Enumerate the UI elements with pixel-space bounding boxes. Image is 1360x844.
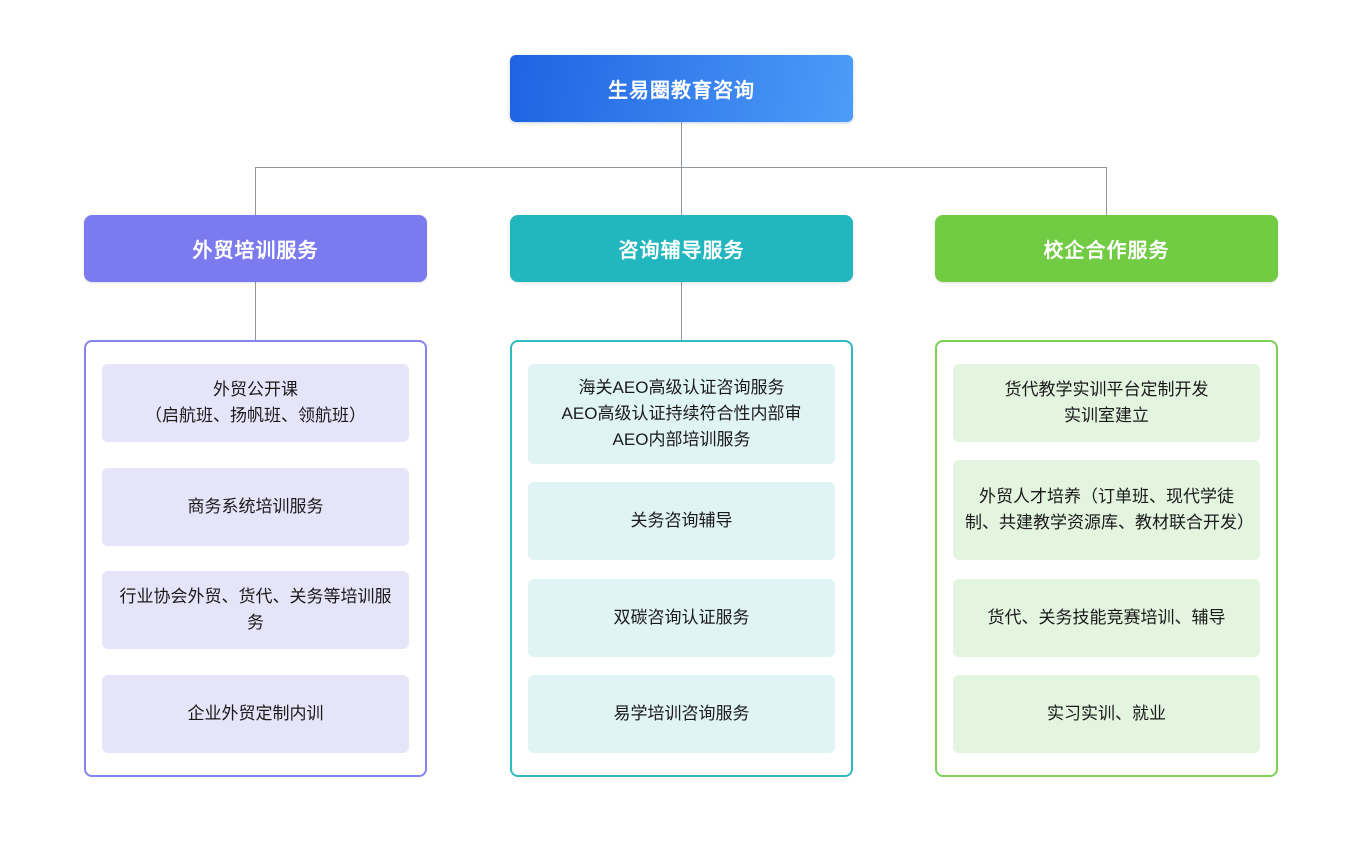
leaf-line: 企业外贸定制内训 xyxy=(187,703,324,723)
leaf-line: 货代、关务技能竞赛培训、辅导 xyxy=(987,607,1226,627)
leaf-line: 货代教学实训平台定制开发 xyxy=(1004,380,1209,399)
leaf-item: 海关AEO高级认证咨询服务 AEO高级认证持续符合性内部审 AEO内部培训服务 xyxy=(528,364,835,464)
leaf-line: AEO高级认证持续符合性内部审 xyxy=(561,404,802,423)
root-node-label: 生易圈教育咨询 xyxy=(608,80,755,102)
leaf-item: 货代教学实训平台定制开发 实训室建立 xyxy=(953,364,1260,442)
leaf-line: 关务咨询辅导 xyxy=(630,511,733,531)
branch-panel-consulting: 海关AEO高级认证咨询服务 AEO高级认证持续符合性内部审 AEO内部培训服务 … xyxy=(510,340,853,777)
leaf-item: 双碳咨询认证服务 xyxy=(528,578,835,657)
leaf-line: 实训室建立 xyxy=(1064,406,1149,425)
leaf-line: 外贸人才培养（订单班、现代学徒制、共建教学资源库、教材联合开发） xyxy=(965,487,1254,533)
leaf-item: 货代、关务技能竞赛培训、辅导 xyxy=(953,578,1260,657)
connector-branch1-vertical xyxy=(254,167,257,215)
branch-header-label: 咨询辅导服务 xyxy=(618,240,745,262)
leaf-line: （启航班、扬帆班、领航班） xyxy=(145,406,366,425)
leaf-line: 海关AEO高级认证咨询服务 xyxy=(578,378,785,397)
connector-panel2-vertical xyxy=(680,281,682,341)
root-node: 生易圈教育咨询 xyxy=(510,55,853,122)
leaf-line: AEO内部培训服务 xyxy=(612,430,751,449)
leaf-line: 商务系统培训服务 xyxy=(187,496,324,516)
branch-header-school-enterprise: 校企合作服务 xyxy=(935,215,1278,282)
leaf-line: 双碳咨询认证服务 xyxy=(613,607,750,627)
branch-panel-school-enterprise: 货代教学实训平台定制开发 实训室建立 外贸人才培养（订单班、现代学徒制、共建教学… xyxy=(935,340,1278,777)
branch-header-consulting: 咨询辅导服务 xyxy=(510,215,853,282)
connector-branch3-vertical xyxy=(1105,167,1108,215)
connector-branch2-vertical xyxy=(680,167,682,215)
connector-root-vertical xyxy=(680,122,682,167)
leaf-item: 外贸公开课 （启航班、扬帆班、领航班） xyxy=(102,364,409,442)
leaf-line: 外贸公开课 xyxy=(213,380,298,399)
leaf-item: 商务系统培训服务 xyxy=(102,467,409,546)
leaf-item: 行业协会外贸、货代、关务等培训服务 xyxy=(102,571,409,650)
leaf-item: 易学培训咨询服务 xyxy=(528,674,835,753)
branch-header-label: 外贸培训服务 xyxy=(192,240,319,262)
leaf-line: 易学培训咨询服务 xyxy=(613,703,750,723)
branch-header-trade-training: 外贸培训服务 xyxy=(84,215,427,282)
leaf-line: 实习实训、就业 xyxy=(1047,703,1166,723)
connector-panel1-vertical xyxy=(254,281,257,341)
branch-header-label: 校企合作服务 xyxy=(1043,240,1170,262)
leaf-item: 企业外贸定制内训 xyxy=(102,674,409,753)
branch-panel-trade-training: 外贸公开课 （启航班、扬帆班、领航班） 商务系统培训服务 行业协会外贸、货代、关… xyxy=(84,340,427,777)
leaf-item: 外贸人才培养（订单班、现代学徒制、共建教学资源库、教材联合开发） xyxy=(953,460,1260,561)
leaf-line: 行业协会外贸、货代、关务等培训服务 xyxy=(119,587,392,633)
leaf-item: 实习实训、就业 xyxy=(953,674,1260,753)
leaf-item: 关务咨询辅导 xyxy=(528,482,835,561)
